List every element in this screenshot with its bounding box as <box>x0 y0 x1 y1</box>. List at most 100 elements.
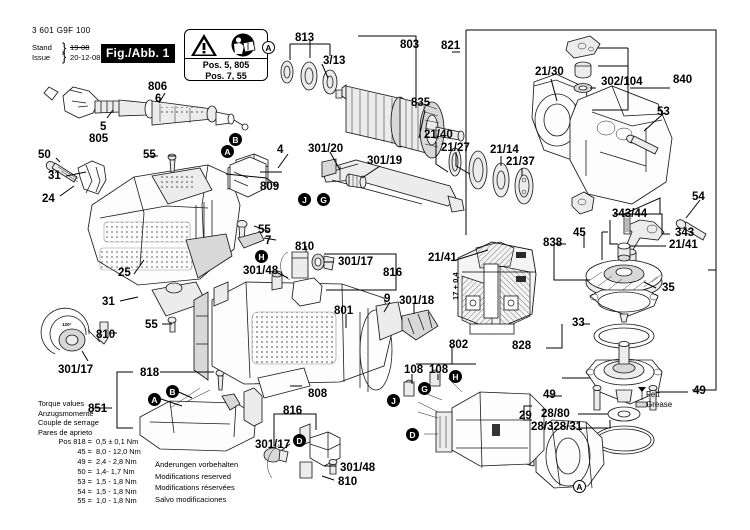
art-capacitor-810-mid <box>271 251 335 307</box>
figure-label: Fig./Abb. 1 <box>101 44 175 63</box>
circled-letter-h: H <box>449 370 462 383</box>
callout-813: 813 <box>295 32 315 44</box>
art-cover-31-bottom <box>151 281 207 333</box>
callout-54: 54 <box>692 191 705 203</box>
callout-21-41: 21/41 <box>669 239 698 251</box>
torque-row-pos: 53 = <box>77 476 92 486</box>
callout-45: 45 <box>573 227 586 239</box>
callout-301-48: 301/48 <box>243 265 279 277</box>
torque-row-pos: 49 = <box>77 456 92 466</box>
angle-annotation: 120° <box>62 322 72 327</box>
callout-21-27: 21/27 <box>441 142 470 154</box>
torque-row: 49 =2,4 - 2,8 Nm <box>38 457 141 467</box>
art-part-301-18 <box>401 309 439 341</box>
callout-28-328-31: 28/328/31 <box>531 421 583 433</box>
torque-row-pos: 55 = <box>77 496 92 506</box>
torque-values-titles: Torque values Anzugsmomente Couple de se… <box>38 399 99 437</box>
callout-301-48: 301/48 <box>340 462 376 474</box>
torque-title-es: Pares de aprieto <box>38 427 93 437</box>
circled-letter-j: J <box>298 193 311 206</box>
torque-row: 53 =1,5 - 1,8 Nm <box>38 477 141 487</box>
date-superseded: 19-08 <box>70 43 90 52</box>
circled-letter-a: A <box>148 393 161 406</box>
warning-triangle-icon <box>191 34 217 56</box>
callout-55: 55 <box>258 224 271 236</box>
stand-label: Stand <box>32 43 52 52</box>
callout-35: 35 <box>662 282 675 294</box>
modifications-fr: Modifications réservées <box>155 483 235 493</box>
callout-301-18: 301/18 <box>399 295 435 307</box>
torque-row-value: 0,5 ± 0,1 Nm <box>96 437 139 446</box>
art-motor-housing-801 <box>193 281 393 392</box>
callout-49: 49 <box>543 389 556 401</box>
brace-glyph: } <box>62 40 67 55</box>
stand-issue-labels: Stand Issue <box>32 43 52 62</box>
art-handle-housing-25 <box>87 164 241 286</box>
warning-pos-line-1: Pos. 5, 805 <box>202 60 250 70</box>
warning-divider <box>185 58 267 60</box>
callout-818: 818 <box>140 367 160 379</box>
art-power-cord <box>43 86 249 131</box>
part-code: 3 601 G9F 100 <box>32 26 91 35</box>
callout-24: 24 <box>42 193 55 205</box>
torque-row: 55 =1,0 - 1,8 Nm <box>38 496 141 506</box>
torque-title-en: Torque values <box>38 399 85 408</box>
torque-row-value: 1,4- 1,7 Nm <box>96 466 135 476</box>
modifications-notice: Änderungen vorbehalten Modifications res… <box>155 459 238 505</box>
callout-802: 802 <box>449 339 469 351</box>
callout-301-17: 301/17 <box>255 439 291 451</box>
callout-108: 108 <box>404 364 424 376</box>
callout-810: 810 <box>295 241 315 253</box>
callout-25: 25 <box>118 267 131 279</box>
circled-letter-h: H <box>255 250 268 263</box>
callout-301-19: 301/19 <box>367 155 403 167</box>
art-field-coil-802-motor <box>417 391 545 469</box>
callout-33: 33 <box>572 317 585 329</box>
callout-816: 816 <box>383 267 403 279</box>
circled-letter-b: B <box>166 385 179 398</box>
art-baffle-21-30 <box>531 73 591 161</box>
art-lever-343 <box>621 215 665 268</box>
modifications-de: Änderungen vorbehalten <box>155 460 239 469</box>
callout-21-37: 21/37 <box>506 156 535 168</box>
torque-title-fr: Couple de serrage <box>38 418 99 428</box>
modifications-en: Modifications reserved <box>155 471 231 481</box>
circled-letter-b: B <box>229 133 242 146</box>
callout-343-44: 343/44 <box>612 208 648 220</box>
callout-835: 835 <box>411 97 431 109</box>
circled-letter-d: D <box>293 434 306 447</box>
callout-7: 7 <box>265 235 272 247</box>
art-part-9 <box>375 301 405 341</box>
art-label-plate-808 <box>257 367 311 399</box>
torque-row-value: 8,0 - 12,0 Nm <box>96 446 141 456</box>
torque-row-pos: 45 = <box>77 446 92 456</box>
torque-row-pos: 54 = <box>77 486 92 496</box>
read-manual-icon <box>231 33 256 57</box>
callout-301-17: 301/17 <box>58 364 94 376</box>
torque-row: 45 = 8,0 - 12,0 Nm <box>38 446 141 457</box>
circled-letter-a: A <box>262 41 275 54</box>
warning-positions: Pos. 5, 805 Pos. 7, 55 <box>185 59 267 82</box>
torque-row-value: 1,5 - 1,8 Nm <box>96 486 137 496</box>
callout-838: 838 <box>543 237 563 249</box>
callout-803: 803 <box>400 39 420 51</box>
date-current: 20-12-08 <box>70 52 101 62</box>
warning-box: Pos. 5, 805 Pos. 7, 55 <box>184 29 268 81</box>
callout-31: 31 <box>48 170 61 182</box>
callout-301-17: 301/17 <box>338 256 374 268</box>
art-pin-301-19 <box>345 173 367 189</box>
circled-letter-d: D <box>406 428 419 441</box>
grease-de: Fett <box>646 390 660 399</box>
torque-row-pos: 50 = <box>77 466 92 476</box>
art-bracket-24 <box>77 160 107 195</box>
art-group-840 <box>565 35 601 133</box>
callout-806: 806 <box>148 81 168 93</box>
callout-809: 809 <box>260 181 280 193</box>
callout-343: 343 <box>675 227 695 239</box>
callout-53: 53 <box>657 106 670 118</box>
callout-801: 801 <box>334 305 354 317</box>
callout-840: 840 <box>673 74 693 86</box>
callout-5: 5 <box>100 121 107 133</box>
callout-21-41: 21/41 <box>428 252 457 264</box>
